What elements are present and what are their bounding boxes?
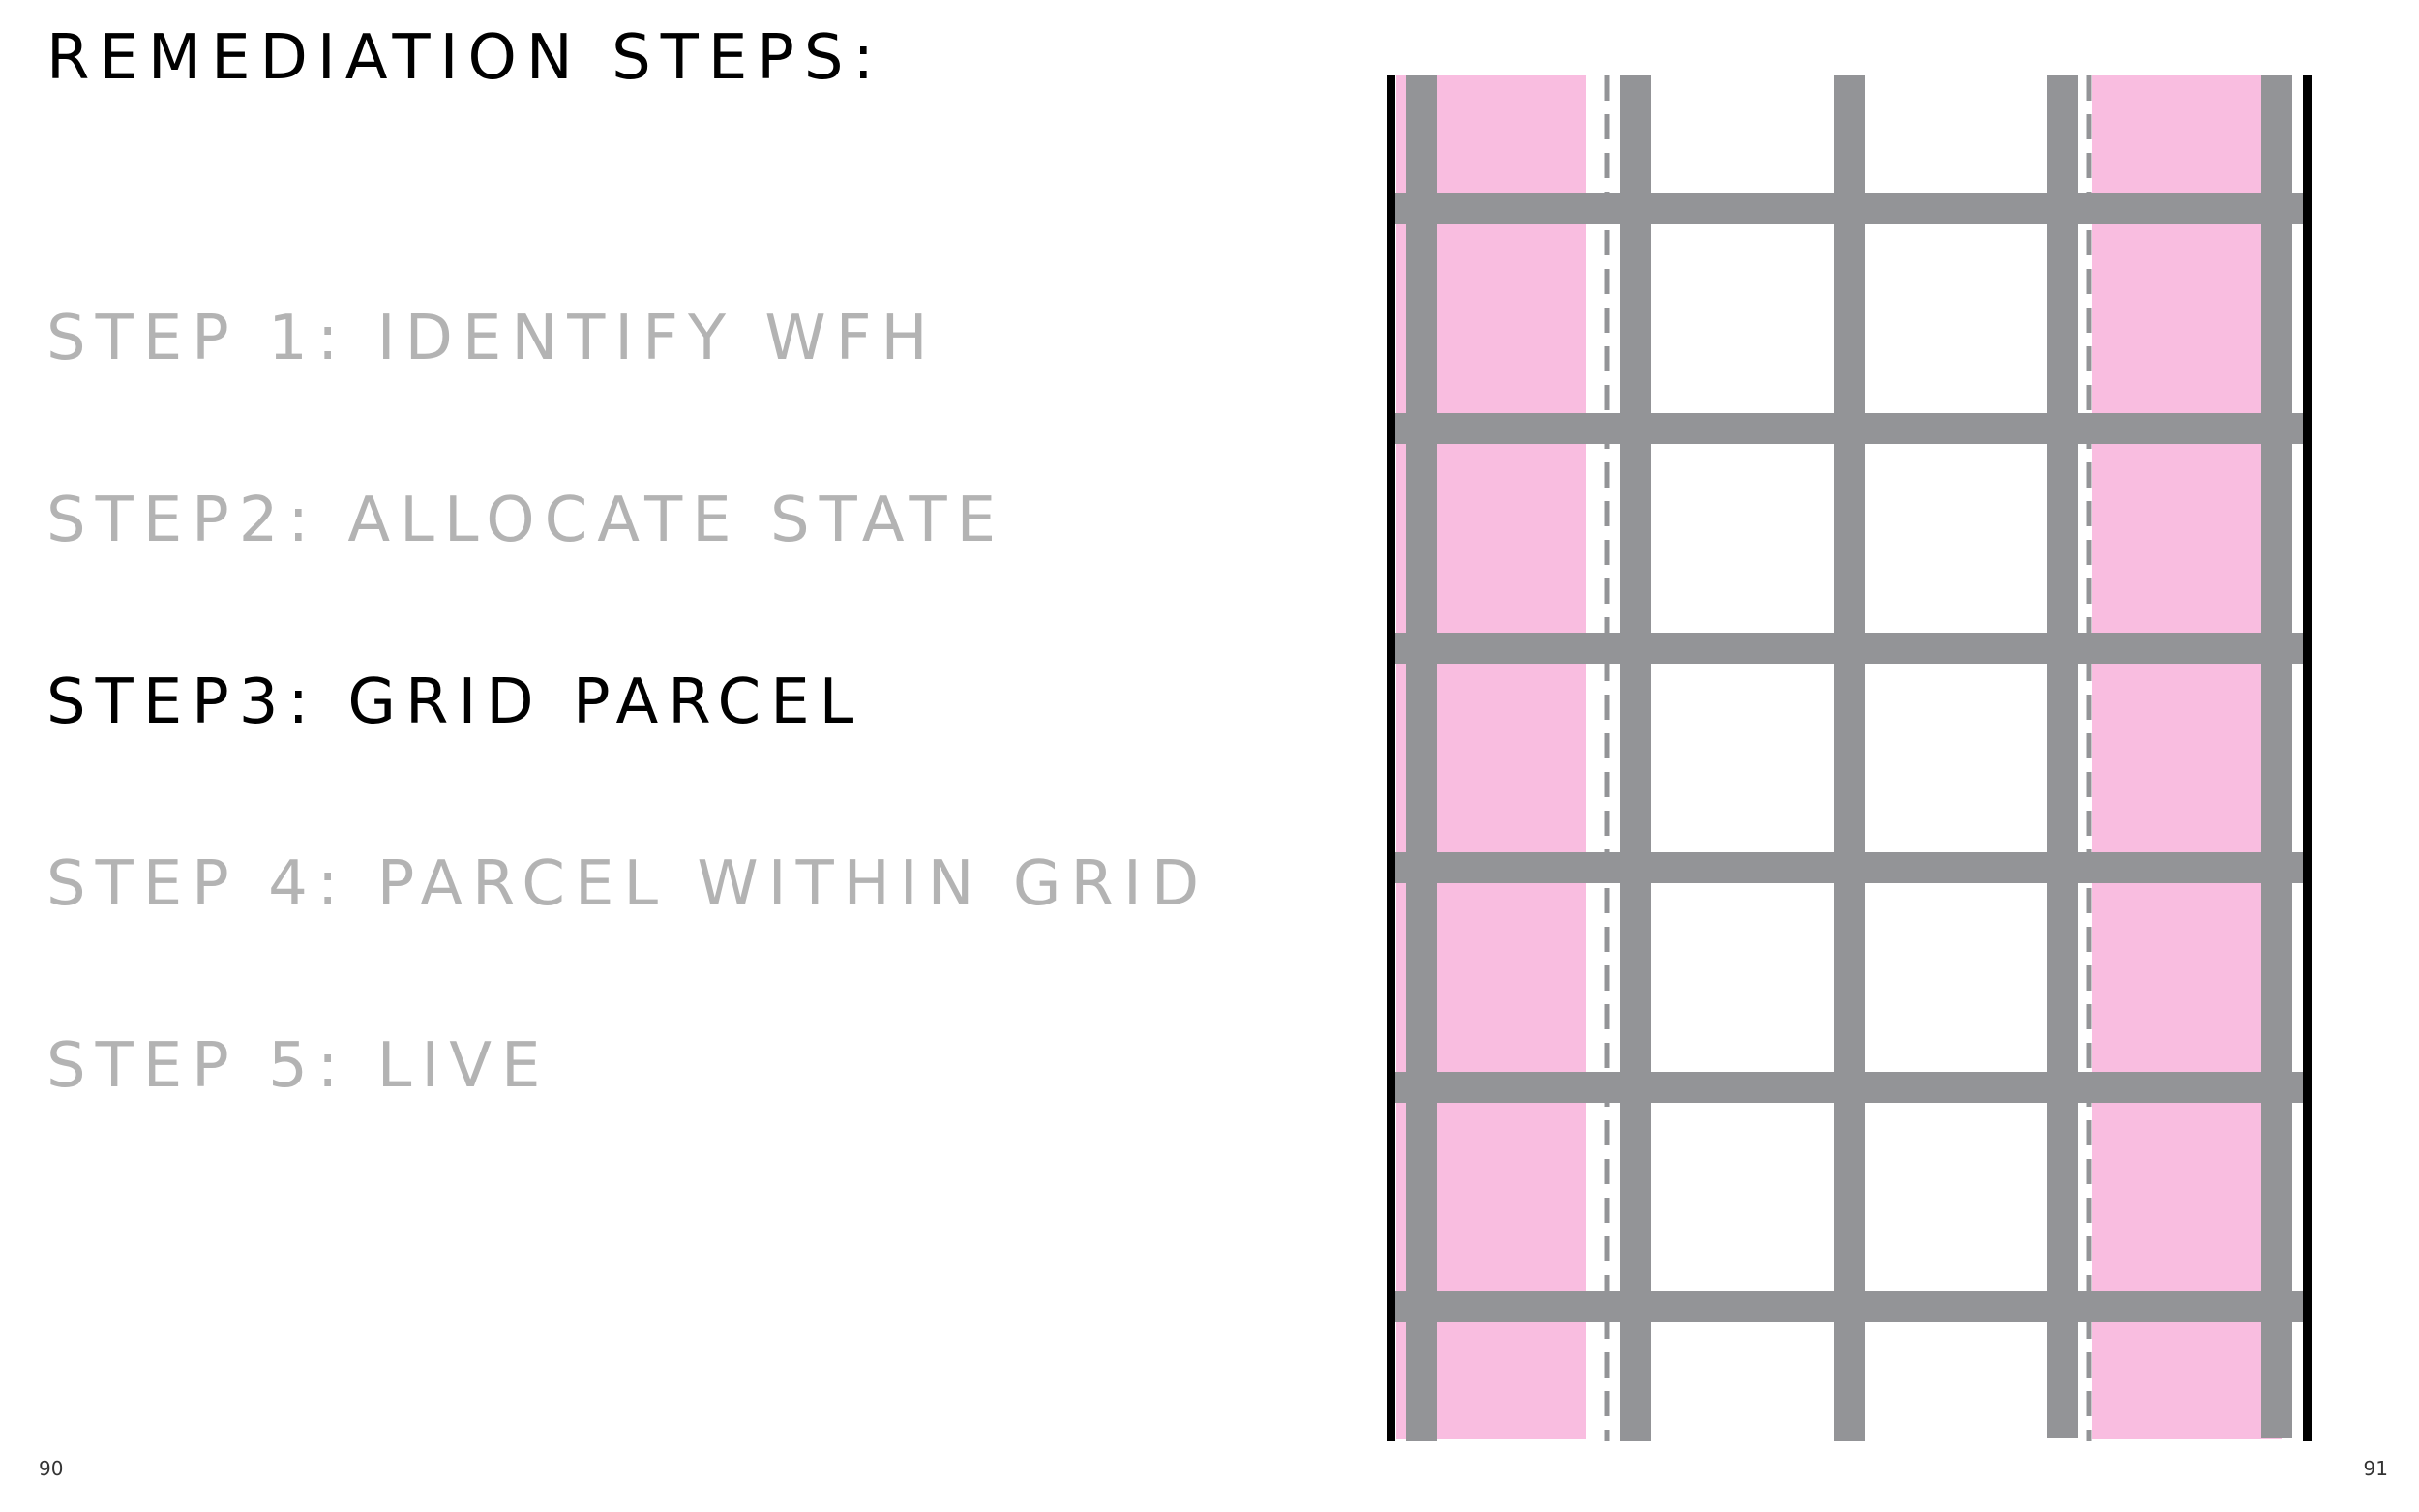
page-number-right: 91 [2363, 1457, 2388, 1480]
grid-road-horizontal-4 [1392, 852, 2303, 883]
step-3-label: STEP3: GRID PARCEL [46, 667, 864, 738]
grid-road-horizontal-3 [1392, 633, 2303, 664]
grid-road-vertical-4 [2047, 75, 2078, 1438]
grid-road-horizontal-1 [1392, 193, 2303, 224]
grid-road-vertical-1 [1406, 75, 1437, 1441]
grid-road-horizontal-5 [1392, 1072, 2303, 1103]
step-2-label: STEP2: ALLOCATE STATE [46, 485, 1006, 556]
grid-road-horizontal-2 [1392, 413, 2303, 444]
step-4-label: STEP 4: PARCEL WITHIN GRID [46, 848, 1210, 920]
page-number-left: 90 [39, 1457, 64, 1480]
grid-road-vertical-2 [1620, 75, 1651, 1441]
step-1-label: STEP 1: IDENTIFY WFH [46, 303, 938, 374]
grid-road-vertical-5 [2261, 75, 2292, 1438]
grid-road-horizontal-6 [1392, 1291, 2303, 1322]
right-parcel-strip [2092, 75, 2282, 1439]
grid-parcel-diagram [1387, 75, 2312, 1441]
step-5-label: STEP 5: LIVE [46, 1030, 551, 1102]
grid-road-vertical-3 [1834, 75, 1865, 1441]
left-boundary-line [1387, 75, 1395, 1441]
right-boundary-line [2303, 75, 2312, 1441]
page-heading: REMEDIATION STEPS: [46, 22, 884, 94]
